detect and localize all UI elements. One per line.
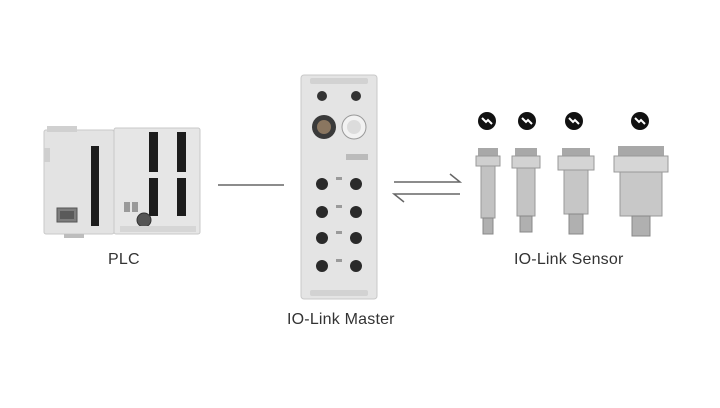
sensor-4 bbox=[613, 146, 669, 237]
plc-label: PLC bbox=[108, 251, 140, 268]
io-link-master-device bbox=[300, 74, 378, 300]
sensor-3 bbox=[557, 148, 595, 235]
sensor-2 bbox=[511, 148, 541, 233]
io-link-logo-icon bbox=[478, 112, 496, 130]
io-link-master-label: IO-Link Master bbox=[287, 311, 395, 328]
io-link-sensor-label: IO-Link Sensor bbox=[514, 251, 624, 268]
io-link-logo-icon bbox=[518, 112, 536, 130]
plc-device bbox=[43, 126, 201, 238]
io-link-logo-icon bbox=[631, 112, 649, 130]
io-link-logo-icon bbox=[565, 112, 583, 130]
sensor-1 bbox=[475, 148, 501, 235]
